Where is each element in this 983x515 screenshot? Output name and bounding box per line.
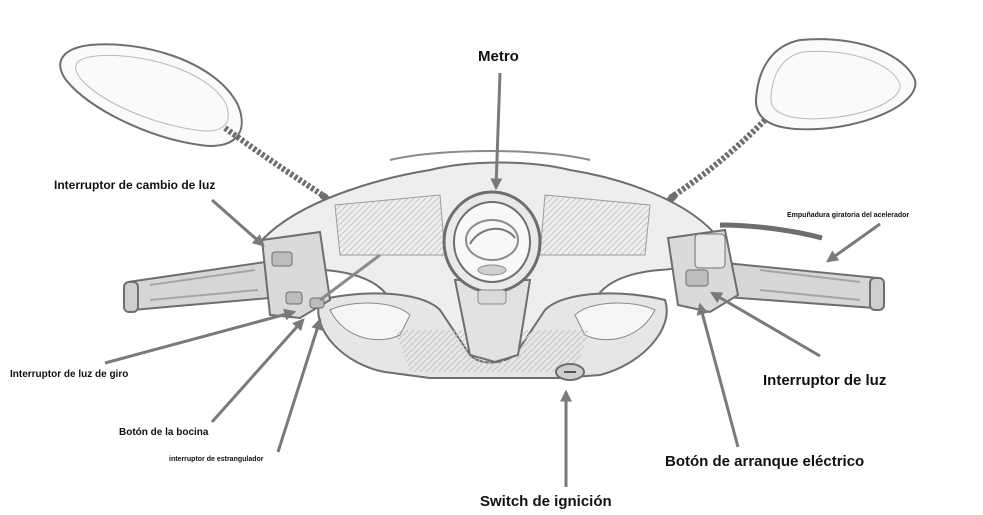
label-arranque: Botón de arranque eléctrico: [665, 454, 864, 469]
right-grip: [668, 225, 884, 312]
label-bocina: Botón de la bocina: [119, 428, 208, 438]
label-ignicion: Switch de ignición: [480, 494, 612, 509]
label-cambio-luz: Interruptor de cambio de luz: [54, 179, 215, 191]
arrow-bocina: [212, 320, 303, 422]
arrow-luz-giro: [105, 312, 294, 363]
right-mirror: [655, 39, 915, 215]
label-metro: Metro: [478, 49, 519, 64]
label-luz: Interruptor de luz: [763, 373, 886, 388]
arrow-acelerador: [828, 224, 880, 261]
arrow-arranque: [700, 305, 738, 447]
label-acelerador: Empuñadura giratoria del acelerador: [787, 212, 909, 219]
label-estrangulador: interruptor de estrangulador: [169, 456, 264, 463]
ignition-switch: [556, 364, 584, 380]
label-luz-giro: Interruptor de luz de giro: [10, 370, 128, 380]
arrow-cambio-luz: [212, 200, 263, 245]
